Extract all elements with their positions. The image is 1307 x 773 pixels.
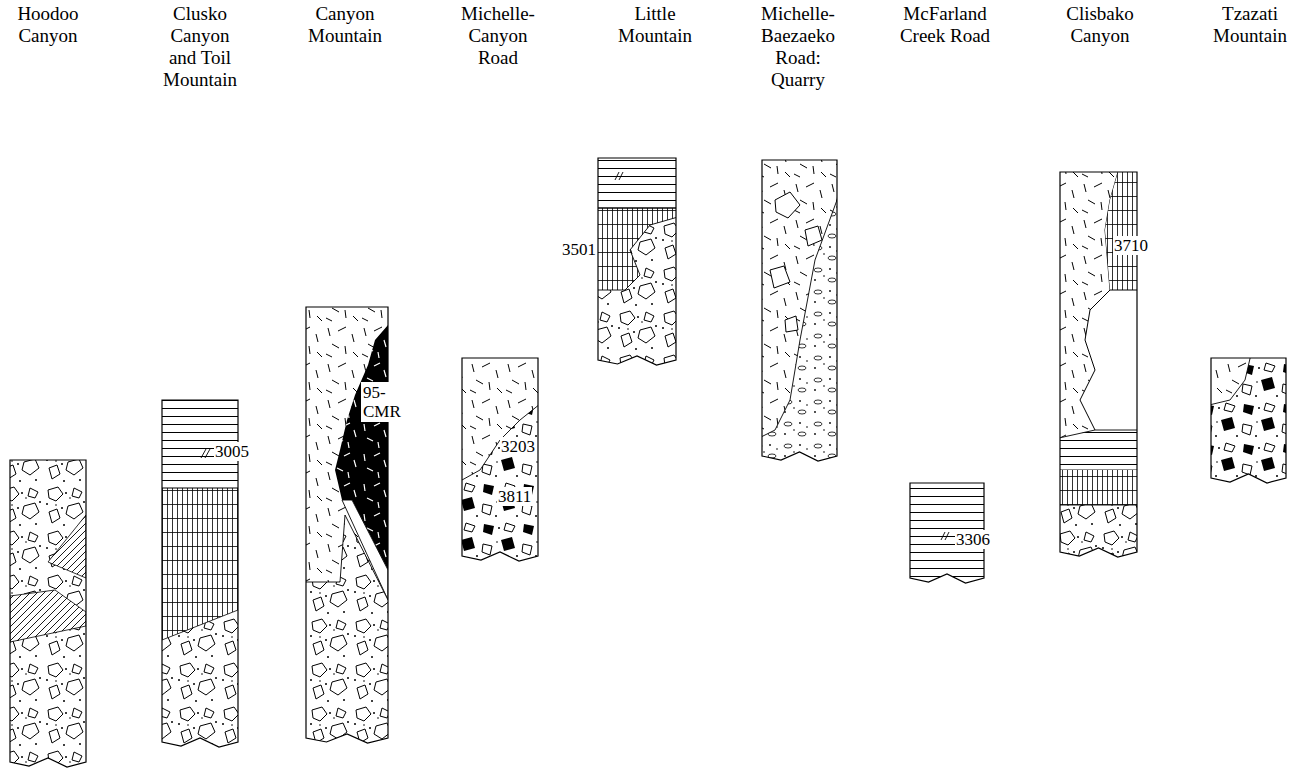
column-heading: Canyon Mountain	[308, 3, 382, 47]
sample-number: 95-CMR	[361, 382, 403, 422]
column-heading: Tzazati Mountain	[1213, 3, 1287, 47]
column-heading: Clisbako Canyon	[1066, 3, 1134, 47]
strat-column	[900, 475, 995, 590]
sample-number: 3203	[500, 437, 536, 456]
strat-column	[1205, 350, 1295, 490]
sample-number: 3306	[955, 530, 991, 549]
strat-column	[755, 150, 845, 470]
column-heading: Michelle-Canyon Road	[461, 3, 535, 69]
column-heading: Hoodoo Canyon	[17, 3, 78, 47]
sample-number: 3005	[214, 442, 250, 461]
column-heading: Michelle-Baezaeko Road: Quarry	[761, 3, 835, 91]
strat-column	[1050, 165, 1150, 570]
column-heading: McFarland Creek Road	[883, 3, 1008, 47]
strat-column	[590, 150, 685, 368]
strat-column	[0, 450, 100, 773]
strat-column	[150, 395, 250, 770]
sample-number: 3710	[1113, 236, 1149, 255]
sample-number: 3811	[497, 487, 532, 506]
column-heading: Little Mountain	[618, 3, 692, 47]
column-heading: Clusko Canyon and Toil Mountain	[163, 3, 237, 91]
strat-column	[455, 350, 545, 570]
sample-number: 3501	[561, 240, 597, 259]
strat-column	[300, 300, 400, 770]
